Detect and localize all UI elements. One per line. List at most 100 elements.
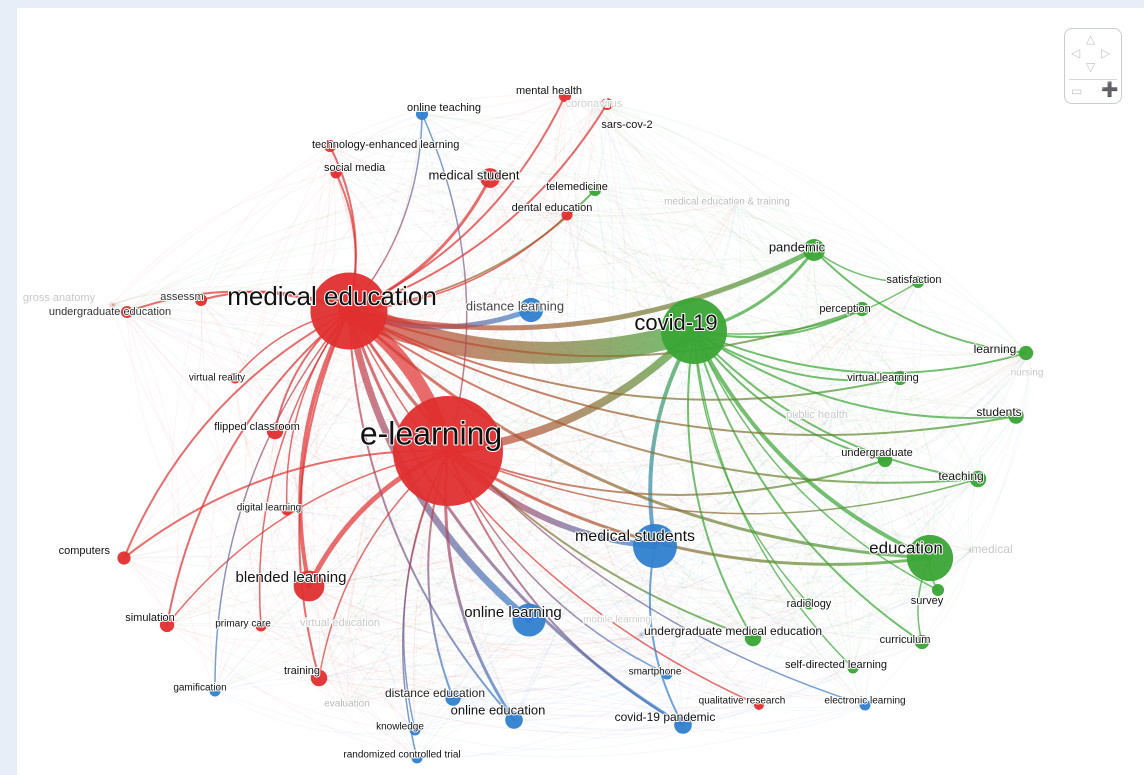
node-blended-learning[interactable] [293,570,325,602]
background-edge [234,377,416,731]
node-medical-education-training[interactable] [734,199,740,205]
background-edge [528,103,615,621]
background-edge [654,478,979,552]
label-undergraduate: undergraduate [841,447,913,459]
background-edge [312,310,350,705]
node-digital-learning[interactable] [281,504,293,516]
node-training[interactable] [310,669,328,687]
background-edge [551,95,668,675]
label-gamification: gamification [173,683,226,694]
node-perception[interactable] [854,301,870,317]
node-undergraduate-medical-education[interactable] [744,629,762,647]
node-coronavirus[interactable] [591,101,597,107]
edge-medical-education-mental-health [348,95,566,312]
node-education[interactable] [906,534,954,582]
node-survey[interactable] [931,583,945,597]
node-e-learning[interactable] [393,396,503,506]
node-simulation[interactable] [159,617,175,633]
node-social-media[interactable] [330,167,342,179]
node-curriculum[interactable] [914,634,930,650]
node-qualitative-research[interactable] [754,700,764,710]
node-smartphone[interactable] [661,668,673,680]
pan-up-icon[interactable]: △ [1086,32,1096,46]
background-edge [666,631,923,675]
pan-right-icon[interactable]: ▷ [1101,46,1111,60]
node-gamification[interactable] [209,685,221,697]
node-undergraduate[interactable] [877,452,893,468]
nodes[interactable] [109,89,1034,764]
node-teaching[interactable] [969,470,987,488]
node-students[interactable] [1008,408,1024,424]
node-medical-students[interactable] [633,524,677,568]
node-mental-health[interactable] [558,89,572,103]
node-covid-19-pandemic[interactable] [674,716,692,734]
node-medical-student[interactable] [480,168,500,188]
node-virtual-learning[interactable] [892,370,908,386]
node-sars-cov-2[interactable] [600,97,614,111]
node-virtual-education[interactable] [344,620,350,626]
node-learning[interactable] [1018,345,1034,361]
node-primary-care[interactable] [255,620,267,632]
node-assessment[interactable] [194,293,208,307]
background-edge [594,189,866,706]
background-edge [884,352,1032,461]
background-edge [234,377,515,721]
background-edge [318,664,684,726]
background-edge [308,585,418,759]
node-pandemic[interactable] [803,239,825,261]
label-public-health: public health [786,409,848,421]
node-gross-anatomy[interactable] [109,302,115,308]
node-self-directed-learning[interactable] [847,662,859,674]
node-mobile-learning[interactable] [639,632,645,638]
background-edge [452,697,760,730]
node-satisfaction[interactable] [911,275,925,289]
background-edge [200,299,321,679]
node-flipped-classroom[interactable] [266,422,284,440]
label-online-learning: online learning [464,604,562,621]
node-electronic-learning[interactable] [859,699,871,711]
node-knowledge[interactable] [409,724,421,736]
node-online-learning[interactable] [512,603,546,637]
node-distance-learning[interactable] [518,297,544,323]
node-online-education[interactable] [505,711,523,729]
node-medical-education[interactable] [310,272,388,350]
node-telemedicine[interactable] [588,183,602,197]
background-edge [414,415,1017,731]
node-computers[interactable] [117,551,131,565]
background-edge [566,214,931,559]
background-edge [414,704,760,751]
label-dental-education: dental education [512,202,593,214]
pan-left-icon[interactable]: ◁ [1071,46,1081,60]
node-nursing[interactable] [1028,350,1034,356]
background-edge [260,352,1027,627]
node-evaluation[interactable] [344,701,350,707]
node-radiology[interactable] [803,598,815,610]
background-edge [214,690,416,735]
background-edge [421,95,566,120]
node-medical[interactable] [969,547,975,553]
node-covid-19[interactable] [661,298,727,364]
background-edge [234,377,923,643]
background-edge [530,103,608,311]
node-public-health[interactable] [829,412,835,418]
node-undergraduate-education[interactable] [120,305,134,319]
background-edge [335,172,568,221]
pan-down-icon[interactable]: ▽ [1086,60,1096,74]
node-distance-education[interactable] [445,690,461,706]
node-online-teaching[interactable] [415,107,429,121]
background-edge [348,310,973,551]
node-dental-education[interactable] [561,209,573,221]
background-edge [566,207,919,283]
background-edge [329,138,815,251]
background-edge [452,352,1032,699]
background-edge [593,103,689,675]
background-edge [346,596,810,705]
node-virtual-reality[interactable] [229,372,241,384]
node-randomized-controlled-trial[interactable] [411,752,423,764]
zoom-out-icon[interactable]: ▭ [1071,84,1083,98]
zoom-in-icon[interactable]: ➕ [1101,81,1119,97]
node-technology-enhanced-learning[interactable] [323,139,337,153]
